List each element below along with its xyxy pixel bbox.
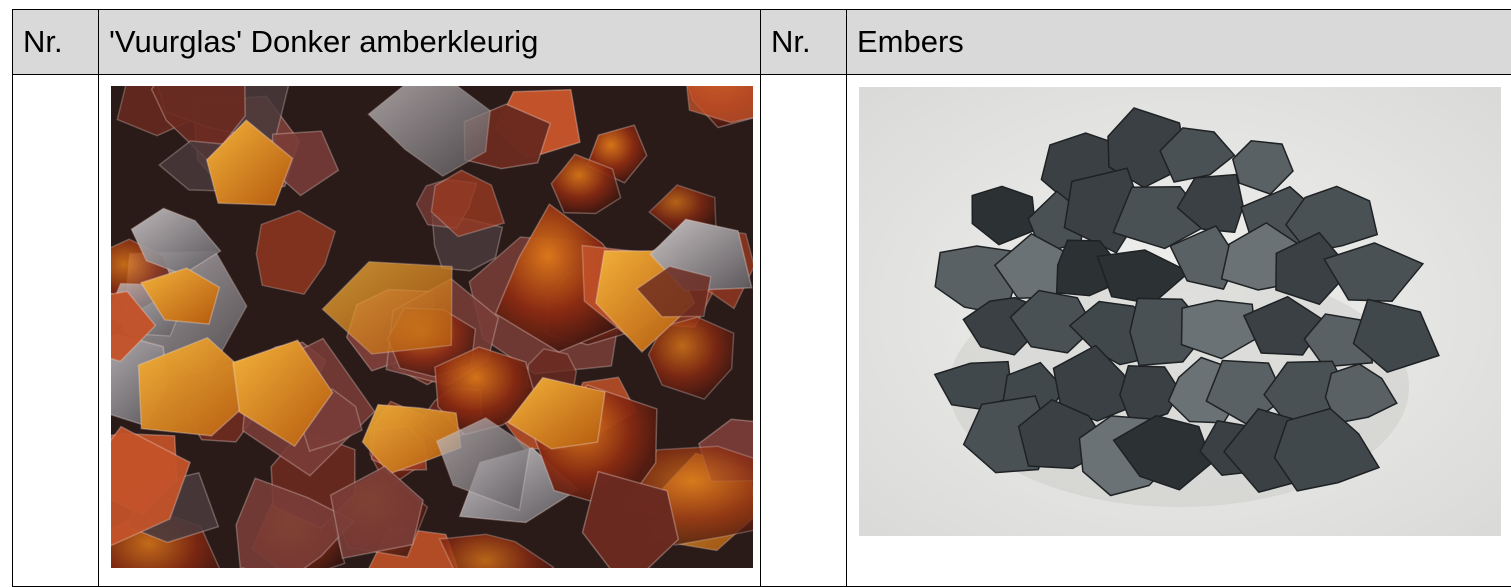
number-cell-1	[13, 75, 99, 587]
header-title-2: Embers	[847, 10, 1511, 75]
image-cell-1	[99, 75, 761, 587]
product-table: Nr. 'Vuurglas' Donker amberkleurig Nr. E…	[12, 9, 1511, 587]
header-number-1: Nr.	[13, 10, 99, 75]
table-header-row: Nr. 'Vuurglas' Donker amberkleurig Nr. E…	[13, 10, 1511, 75]
embers-photo	[859, 87, 1501, 536]
amber-glass-photo	[111, 86, 753, 568]
table-row	[13, 75, 1511, 587]
image-cell-2	[847, 75, 1511, 587]
number-cell-2	[761, 75, 847, 587]
header-number-2: Nr.	[761, 10, 847, 75]
header-title-1: 'Vuurglas' Donker amberkleurig	[99, 10, 761, 75]
